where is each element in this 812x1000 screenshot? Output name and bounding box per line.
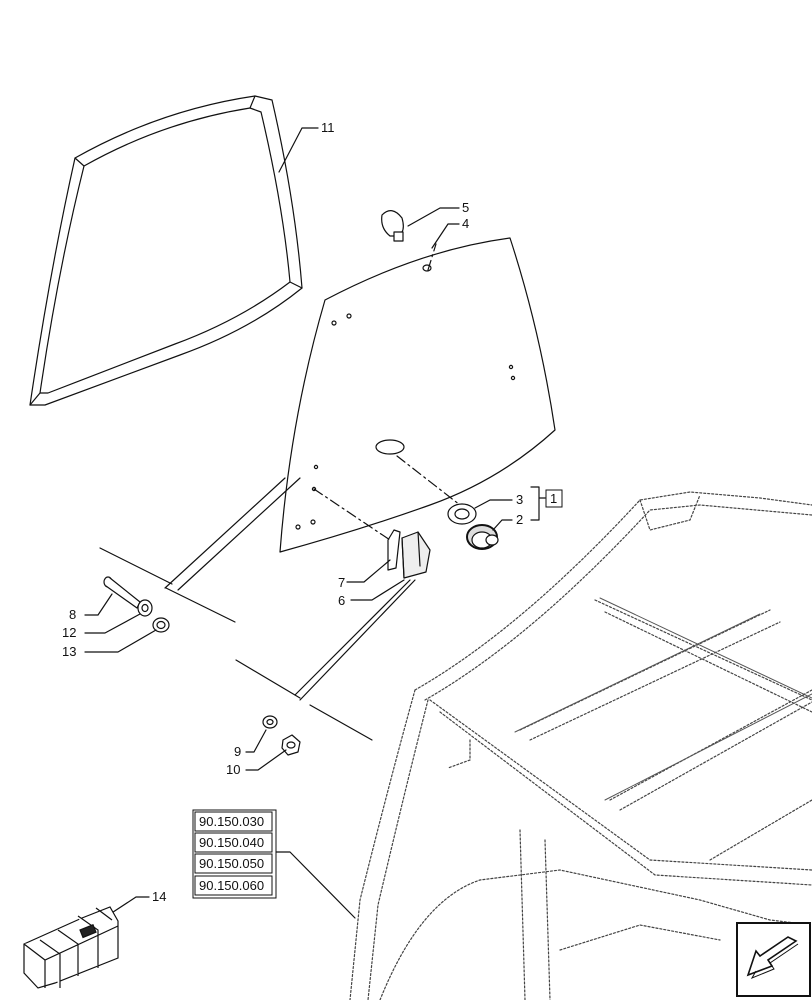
cab-crossbars bbox=[514, 597, 812, 801]
callout-1-box[interactable]: 1 bbox=[545, 489, 563, 508]
washer-part-13 bbox=[152, 617, 170, 633]
bearing-part-2 bbox=[447, 503, 499, 550]
glass-panel bbox=[279, 237, 556, 553]
group-bracket bbox=[530, 486, 546, 521]
reference-label-3: 90.150.050 bbox=[199, 856, 264, 871]
reference-link-2[interactable]: 90.150.040 bbox=[194, 832, 273, 853]
bracket-part-7 bbox=[387, 529, 401, 571]
callout-2: 2 bbox=[516, 512, 523, 527]
callout-10: 10 bbox=[226, 762, 240, 777]
reference-link-3[interactable]: 90.150.050 bbox=[194, 853, 273, 874]
callout-6: 6 bbox=[338, 593, 345, 608]
callout-1: 1 bbox=[550, 491, 557, 506]
callout-14: 14 bbox=[152, 889, 166, 904]
callout-3: 3 bbox=[516, 492, 523, 507]
nut-part-10 bbox=[281, 734, 301, 756]
reference-label-1: 90.150.030 bbox=[199, 814, 264, 829]
callout-12: 12 bbox=[62, 625, 76, 640]
reference-label-2: 90.150.040 bbox=[199, 835, 264, 850]
callout-7: 7 bbox=[338, 575, 345, 590]
knob-part-5 bbox=[381, 210, 404, 242]
callout-5: 5 bbox=[462, 200, 469, 215]
window-seal bbox=[29, 95, 303, 406]
reference-list: 90.150.030 90.150.040 90.150.050 90.150.… bbox=[192, 809, 277, 899]
cab-frame bbox=[349, 491, 812, 1000]
callout-4: 4 bbox=[462, 216, 469, 231]
arrow-down-left-icon[interactable] bbox=[736, 922, 811, 997]
reference-link-1[interactable]: 90.150.030 bbox=[194, 811, 273, 832]
callout-8: 8 bbox=[69, 607, 76, 622]
block-part-6 bbox=[401, 531, 431, 579]
reference-link-4[interactable]: 90.150.060 bbox=[194, 875, 273, 896]
nut-part-12 bbox=[137, 599, 153, 617]
washer-part-9 bbox=[262, 715, 278, 729]
callout-9: 9 bbox=[234, 744, 241, 759]
crate-icon bbox=[23, 906, 119, 989]
callout-leaders bbox=[84, 127, 513, 919]
bolt-part-8 bbox=[103, 576, 141, 609]
reference-label-4: 90.150.060 bbox=[199, 878, 264, 893]
callout-11: 11 bbox=[321, 120, 335, 135]
callout-13: 13 bbox=[62, 644, 76, 659]
